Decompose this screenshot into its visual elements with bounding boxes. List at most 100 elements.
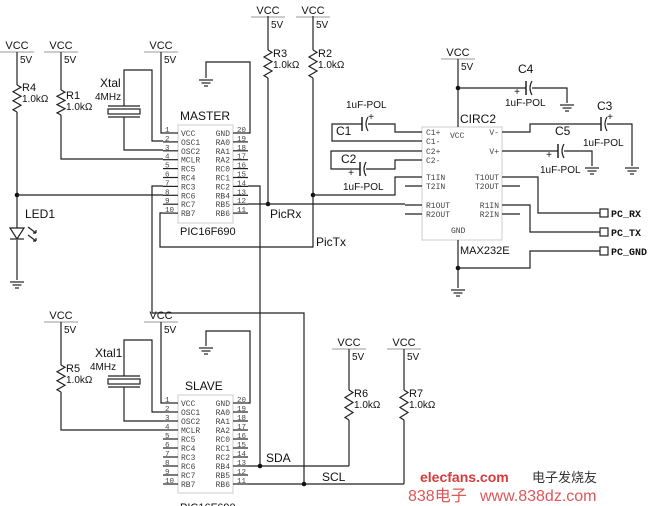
pin-number: 12 [237, 469, 246, 477]
terminal-pc-gnd [599, 246, 609, 256]
wire [160, 322, 163, 404]
crystal-value: 4MHz [90, 362, 116, 373]
pin-name: R2OUT [426, 211, 450, 220]
voltage-label: 5V [164, 55, 177, 66]
pin-number: 17 [237, 424, 246, 432]
wire [607, 123, 633, 166]
pin-number: 1 [165, 397, 170, 405]
pin-name: MCLR [181, 427, 200, 436]
voltage-label: 5V [271, 20, 284, 31]
pin-number: 16 [237, 433, 247, 441]
chip-body [177, 394, 234, 494]
terminal-label: PC_TX [611, 229, 641, 240]
pin-number: 9 [165, 198, 170, 206]
pin-name: RC4 [181, 445, 196, 454]
pin-name: C2+ [426, 148, 441, 157]
wire [368, 123, 405, 133]
wire [60, 115, 163, 160]
pin-number: 4 [165, 424, 170, 432]
crystal-value: 4MHz [95, 92, 121, 103]
pin-name: RB5 [216, 201, 231, 210]
wire [564, 150, 593, 166]
pin-name: RC3 [181, 183, 196, 192]
pin-name: RB4 [216, 192, 231, 201]
pin-name: T1IN [426, 174, 445, 183]
pin-name: RC6 [181, 463, 196, 472]
resistor-value: 1.0kΩ [22, 94, 49, 105]
pin-name: RC7 [181, 201, 196, 210]
wire [123, 387, 163, 422]
wire [123, 69, 163, 142]
pin-number: 4 [165, 154, 170, 162]
capacitor-curved-plate [363, 161, 367, 177]
pin-name: GND [451, 227, 466, 236]
pin-name: RC5 [181, 436, 196, 445]
pin-name: RA0 [216, 139, 231, 148]
chip-part: PIC16F690 [180, 502, 236, 506]
resistor-ref: R5 [66, 363, 80, 375]
resistor-r2 [307, 49, 319, 79]
pin-number: 14 [237, 451, 247, 459]
capacitor-ref: C2 [341, 152, 357, 166]
wire [248, 185, 261, 466]
capacitor-value: 1uF-POL [343, 182, 384, 193]
vcc-label: VCC [149, 310, 172, 322]
pin-name: RB5 [216, 472, 231, 481]
pin-number: 8 [165, 460, 170, 468]
resistor-value: 1.0kΩ [318, 60, 345, 71]
vcc-label: VCC [49, 310, 72, 322]
terminal-label: PC_RX [611, 210, 641, 221]
vcc-label: VCC [256, 5, 279, 17]
pin-number: 7 [165, 180, 170, 188]
net-label-sda: SDA [266, 451, 291, 465]
pin-name: RC6 [181, 192, 196, 201]
polarity-plus: + [514, 87, 520, 98]
pin-name: C2- [426, 157, 440, 166]
pin-name: GND [216, 130, 231, 139]
pin-number: 8 [165, 189, 170, 197]
polarity-plus: + [607, 112, 613, 123]
pin-number: 16 [237, 163, 247, 171]
resistor-value: 1.0kΩ [354, 400, 381, 411]
resistor-value: 1.0kΩ [66, 102, 93, 113]
ground-icon [585, 167, 599, 175]
voltage-label: 5V [64, 55, 77, 66]
capacitor-curved-plate [561, 143, 565, 159]
pin-name: T2IN [426, 183, 445, 192]
pin-number: 18 [237, 415, 246, 423]
vcc-label: VCC [149, 40, 172, 52]
resistor-r4 [11, 84, 23, 113]
pin-name: RC2 [216, 183, 231, 192]
terminal-pc-rx [599, 208, 609, 218]
voltage-label: 5V [316, 20, 329, 31]
voltage-label: 5V [352, 352, 365, 363]
wire [366, 159, 405, 170]
watermark-text: 838电子 [408, 487, 467, 505]
vcc-label: VCC [392, 337, 415, 349]
wire [331, 123, 405, 142]
max232-chip: C1+C1-C2+C2-T1INT2INR1OUTR2OUTV-V+T1OUTT… [405, 126, 520, 241]
pin-name: V+ [489, 148, 499, 157]
pin-name: RC3 [181, 454, 196, 463]
capacitor-value: 1uF-POL [505, 98, 546, 109]
voltage-label: 5V [461, 62, 474, 73]
voltage-label: 5V [407, 352, 420, 363]
terminal-label: PC_GND [611, 248, 647, 259]
pin-name: VCC [181, 130, 196, 139]
ground-icon [10, 281, 24, 289]
capacitor-value: 1uF-POL [346, 100, 387, 111]
chip-title: MASTER [180, 109, 230, 123]
vcc-label: VCC [5, 40, 28, 52]
crystal-ref: Xtal1 [95, 346, 123, 360]
polarity-plus: + [368, 112, 374, 123]
pin-number: 12 [237, 198, 246, 206]
net-label-picrx: PicRx [270, 207, 301, 221]
vcc-label: VCC [301, 5, 324, 17]
ground-icon [451, 289, 465, 297]
pin-number: 14 [237, 180, 247, 188]
capacitor-curved-plate [365, 116, 369, 132]
pin-number: 19 [237, 136, 246, 144]
pin-number: 7 [165, 451, 170, 459]
